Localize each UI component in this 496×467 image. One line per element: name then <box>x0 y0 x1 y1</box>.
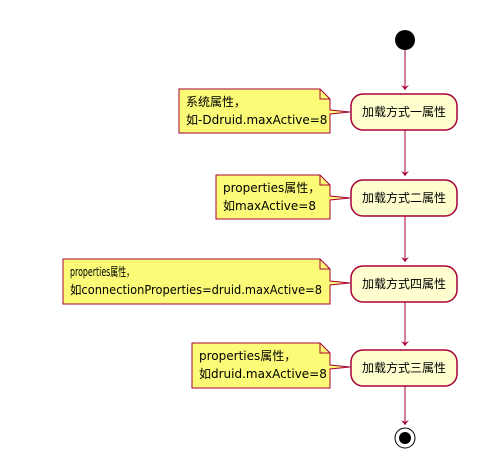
note-3: properties属性， 如connectionProperties=drui… <box>62 258 351 305</box>
activity-4: 加载方式三属性 <box>350 349 458 387</box>
note-1-line-2: 如-Ddruid.maxActive=8 <box>186 112 327 127</box>
activity-3-label: 加载方式四属性 <box>362 276 446 291</box>
note-4-line-1: properties属性， <box>199 349 296 363</box>
note-1: 系统属性， 如-Ddruid.maxActive=8 <box>178 88 351 134</box>
note-4-line-2: 如druid.maxActive=8 <box>199 366 327 381</box>
activity-1-label: 加载方式一属性 <box>362 104 446 119</box>
note-3-line-1: properties属性， <box>70 265 134 279</box>
note-2-line-1: properties属性， <box>223 181 320 195</box>
activity-3: 加载方式四属性 <box>350 265 458 303</box>
note-3-line-2: 如connectionProperties=druid.maxActive=8 <box>70 282 322 297</box>
note-2: properties属性， 如maxActive=8 <box>215 174 351 220</box>
note-2-line-2: 如maxActive=8 <box>223 198 316 213</box>
end-node <box>394 427 416 449</box>
note-1-line-1: 系统属性， <box>186 95 246 109</box>
activity-2: 加载方式二属性 <box>350 179 458 217</box>
activity-2-label: 加载方式二属性 <box>362 190 446 205</box>
activity-4-label: 加载方式三属性 <box>362 360 446 375</box>
note-4: properties属性， 如druid.maxActive=8 <box>191 342 351 389</box>
activity-1: 加载方式一属性 <box>350 93 458 131</box>
start-node <box>395 30 415 50</box>
